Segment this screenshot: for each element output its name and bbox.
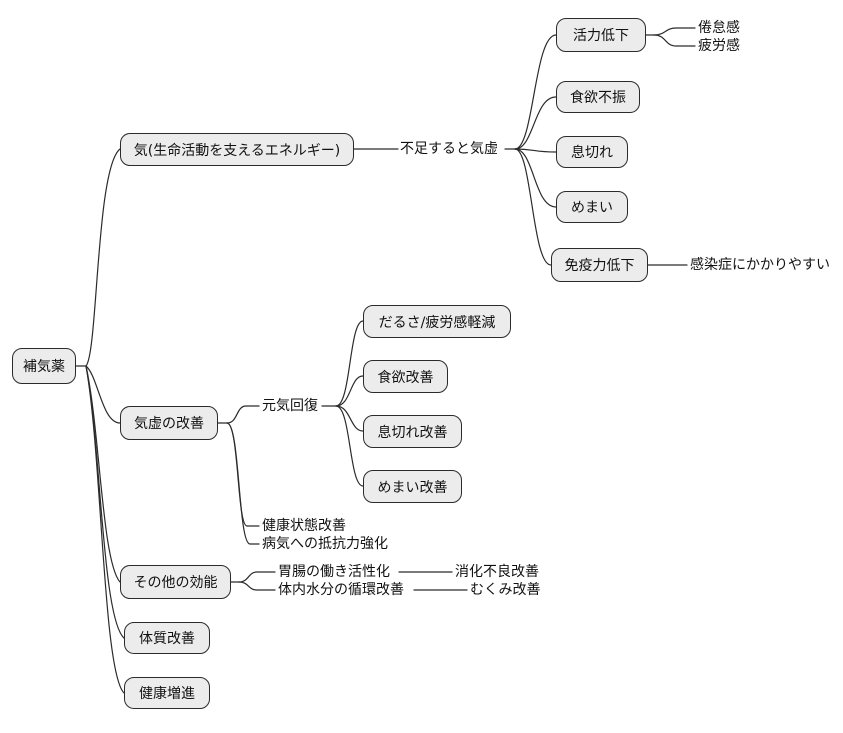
node-root: 補気薬: [12, 348, 76, 384]
connector-root-health: [85, 365, 125, 694]
connector-genki-dizziness: [335, 405, 364, 487]
node-qi-energy: 気(生命活動を支えるエネルギー): [120, 133, 354, 166]
connector-other-water: [238, 581, 276, 591]
connector-vitality-lethargy: [653, 27, 696, 36]
node-shortness-of-breath: 息切れ: [556, 136, 628, 168]
label-qi-deficiency: 不足すると気虚: [400, 141, 498, 157]
node-vitality-decline: 活力低下: [556, 18, 646, 52]
connector-fan-immunity: [514, 148, 552, 266]
connector-qikyo-health-state: [226, 422, 260, 527]
node-other-effects: その他の効能: [120, 565, 231, 599]
connector-other-gi: [238, 571, 276, 583]
node-qi-deficiency-improvement: 気虚の改善: [120, 406, 218, 440]
label-swelling-improvement: むくみ改善: [470, 582, 541, 598]
label-energy-recovery: 元気回復: [262, 398, 318, 414]
label-gi-activation: 胃腸の働き活性化: [278, 564, 390, 580]
node-fatigue-reduction: だるさ/疲労感軽減: [363, 305, 511, 338]
connector-vitality-fatigue: [653, 34, 696, 47]
node-appetite-improvement: 食欲改善: [363, 360, 448, 393]
connector-root-qikyo: [85, 365, 121, 424]
label-health-state-improvement: 健康状態改善: [262, 518, 346, 534]
node-constitution-improvement: 体質改善: [124, 622, 210, 654]
label-indigestion-improvement: 消化不良改善: [455, 564, 539, 580]
connector-fan-dizziness: [514, 148, 557, 208]
label-disease-resistance: 病気への抵抗力強化: [262, 536, 388, 552]
node-dizziness: めまい: [556, 191, 628, 223]
connector-qikyo-genki: [226, 405, 260, 424]
connector-qikyo-resistance: [226, 422, 260, 545]
connector-genki-breath: [335, 405, 364, 432]
node-health-promotion: 健康増進: [124, 677, 210, 709]
node-dizziness-improvement: めまい改善: [363, 470, 462, 503]
node-immunity-decline: 免疫力低下: [551, 248, 648, 282]
label-water-circulation: 体内水分の循環改善: [278, 582, 404, 598]
connector-genki-appetite: [335, 375, 364, 407]
connector-genki-fatigue-reduction: [335, 320, 364, 407]
connector-fan-shortness: [514, 148, 557, 153]
label-infection-prone: 感染症にかかりやすい: [690, 257, 830, 273]
connector-root-qi: [85, 148, 121, 367]
label-fatigue: 疲労感: [698, 38, 740, 54]
connector-fan-vitality: [514, 34, 557, 150]
node-appetite-loss: 食欲不振: [556, 81, 640, 113]
connector-fan-appetite-loss: [514, 96, 557, 150]
node-breath-improvement: 息切れ改善: [363, 415, 462, 448]
label-lethargy: 倦怠感: [698, 20, 740, 36]
connector-root-other: [85, 365, 121, 583]
